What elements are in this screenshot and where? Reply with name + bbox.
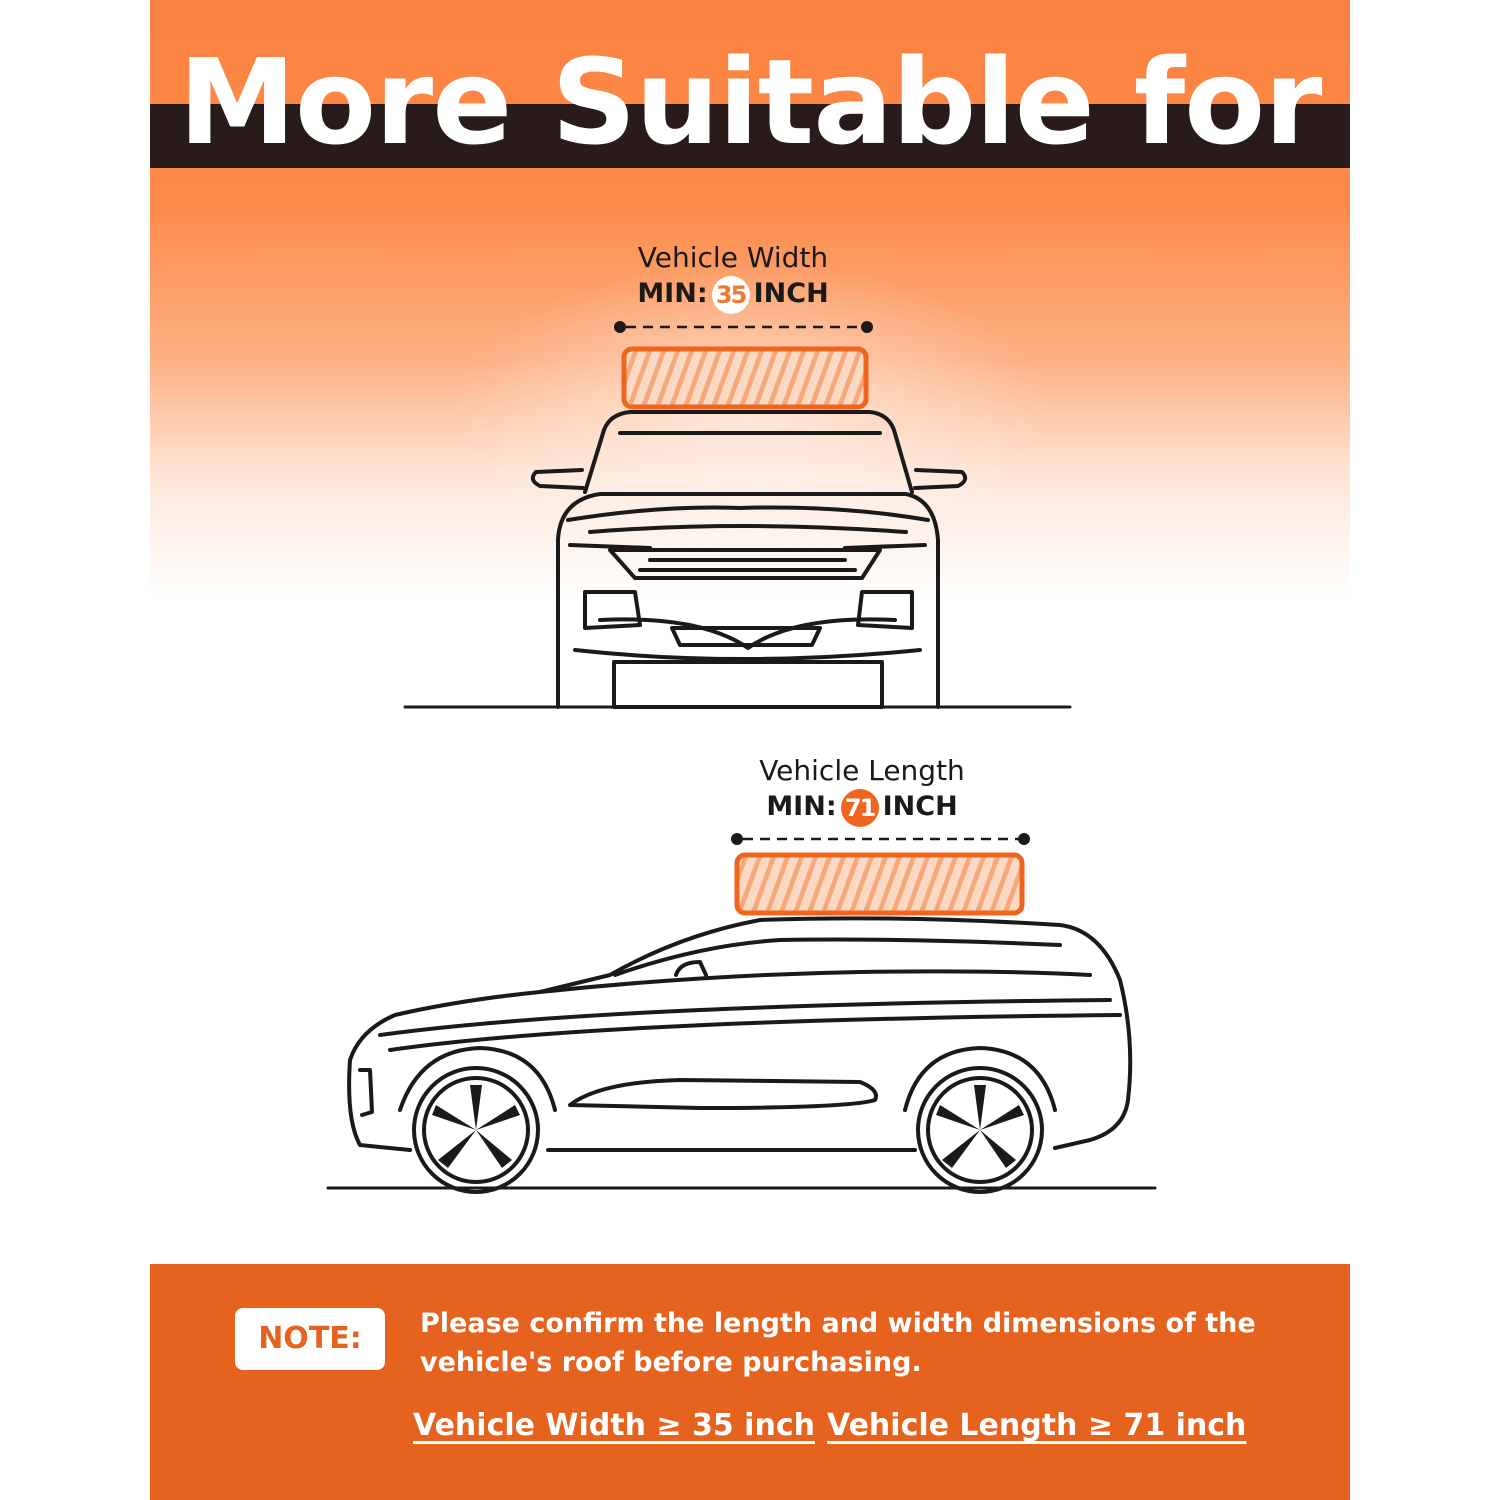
roof-box-front — [621, 346, 869, 410]
roof-box-side — [734, 852, 1025, 916]
wheel-spokes — [432, 1085, 1024, 1168]
note-panel: NOTE: Please confirm the length and widt… — [150, 1264, 1350, 1500]
side-view-car — [326, 916, 1157, 1194]
note-badge: NOTE: — [235, 1308, 385, 1370]
length-dimension-line — [731, 833, 1030, 845]
width-spec-label: Vehicle Width — [637, 241, 829, 274]
width-requirement: Vehicle Width ≥ 35 inch — [413, 1408, 815, 1443]
width-min-prefix: MIN: — [637, 278, 708, 309]
front-view-car — [403, 410, 1072, 709]
length-requirement: Vehicle Length ≥ 71 inch — [827, 1408, 1247, 1443]
title-bar — [150, 104, 1350, 168]
page-title: More Suitable for — [178, 33, 1323, 171]
note-text: Please confirm the length and width dime… — [420, 1308, 1256, 1378]
width-unit: INCH — [753, 278, 829, 309]
length-unit: INCH — [882, 791, 958, 822]
length-spec-label: Vehicle Length — [759, 754, 965, 787]
width-value-badge: 35 — [711, 275, 750, 314]
length-value-badge: 71 — [840, 788, 879, 827]
width-dimension-line — [614, 321, 873, 333]
length-min-prefix: MIN: — [766, 791, 837, 822]
top-panel: More Suitable for — [150, 0, 1350, 1500]
